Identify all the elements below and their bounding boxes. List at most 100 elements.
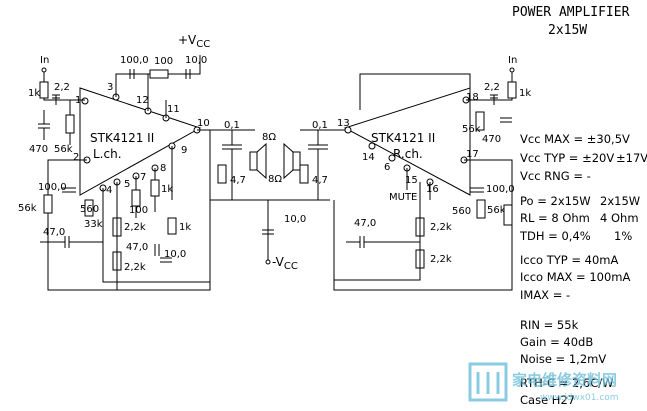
right-ic-channel: R.ch. — [393, 147, 423, 161]
c-01-l-label: 0,1 — [224, 120, 240, 131]
right-470-cap — [500, 117, 512, 123]
r-560-l-label: 560 — [80, 204, 99, 215]
left-channel: STK4121 II L.ch. 1 2 3 4 5 7 8 9 10 11 1… — [18, 33, 330, 291]
spec-13: Case H27 — [520, 393, 575, 407]
spec-6: Icco TYP = 40mA — [520, 253, 618, 267]
right-100-cap — [470, 187, 484, 193]
r-47-l — [217, 164, 227, 184]
c-47-l2-label: 47,0 — [126, 242, 148, 253]
right-47-cap — [346, 236, 420, 248]
left-ic-name: STK4121 II — [90, 131, 154, 145]
left-470-cap — [38, 110, 50, 140]
spec-1: Vcc TYP = ±20V — [520, 151, 614, 165]
c-01-l — [222, 130, 242, 200]
watermark-logo-icon — [468, 362, 508, 402]
spec-10: Gain = 40dB — [520, 335, 593, 349]
left-560-resistor — [84, 199, 94, 217]
spec-3: Po = 2x15W — [520, 194, 591, 208]
speaker-right-icon — [283, 142, 294, 180]
spec-11: Noise = 1,2mV — [520, 352, 606, 366]
right-ic-triangle — [343, 87, 471, 196]
left-100-resistor — [131, 189, 141, 207]
left-56k-resistor — [65, 114, 75, 134]
pin-4: 4 — [106, 185, 112, 196]
c-100-r-label: 100,0 — [486, 184, 515, 195]
pin-8: 8 — [160, 163, 166, 174]
right-input-cap — [490, 94, 498, 105]
pin-11: 11 — [167, 104, 180, 115]
supply-neg-terminal — [265, 259, 271, 265]
title-line2: 2x15W — [548, 23, 587, 38]
pin-9: 9 — [181, 145, 187, 156]
right-56k-resistor2 — [476, 199, 486, 219]
r-56k-l-label: 56k — [54, 144, 73, 155]
spec-4-alt: 4 Ohm — [600, 211, 639, 225]
c-47-r-label: 47,0 — [354, 218, 376, 229]
r-1k-l2-label: 1k — [179, 222, 191, 233]
pin-15: 15 — [405, 175, 418, 186]
r-2k2-d-label: 2,2k — [430, 254, 452, 265]
pin-12: 12 — [136, 95, 149, 106]
left-47-cap2 — [154, 244, 160, 256]
right-56k-resistor — [475, 111, 485, 131]
spec-9: RIN = 55k — [520, 318, 579, 332]
pin-14: 14 — [362, 152, 375, 163]
left-56k-resistor2 — [43, 194, 53, 214]
left-10-cap — [160, 257, 172, 263]
left-1k-resistor — [150, 179, 160, 197]
pin-2: 2 — [73, 152, 79, 163]
spec-4: RL = 8 Ohm — [520, 211, 590, 225]
r-top — [149, 69, 169, 79]
c-top1-label: 100,0 — [120, 55, 149, 66]
pin-18: 18 — [466, 92, 479, 103]
watermark: 家电维修资料网 www.jdwx01.com — [468, 362, 619, 403]
left-input-resistor — [39, 81, 49, 99]
r-56k-r-label: 56k — [462, 124, 481, 135]
speaker-left-icon — [256, 142, 267, 180]
r-in-l-label: 1k — [28, 88, 40, 99]
pin-7: 7 — [140, 172, 146, 183]
r-47-r — [299, 164, 309, 184]
right-input-label: In — [508, 55, 517, 66]
speaker-right-magnet — [292, 151, 301, 171]
r-47-r-label: 4,7 — [312, 175, 328, 186]
spec-3-alt: 2x15W — [600, 194, 640, 208]
left-input-terminal — [41, 67, 47, 73]
c-10-mid — [262, 200, 274, 260]
left-100-cap — [62, 187, 76, 193]
spec-8: IMAX = - — [520, 288, 570, 302]
spk-r-label: 8Ω — [268, 174, 282, 185]
c-top2 — [185, 69, 191, 79]
c-10-mid-label: 10,0 — [284, 214, 306, 225]
watermark-text: 家电维修资料网 — [512, 371, 617, 389]
right-ic-name: STK4121 II — [371, 131, 435, 145]
c-10-l-label: 10,0 — [164, 249, 186, 260]
spec-12: RTH-C = 2,6C/W — [520, 376, 614, 390]
r-2k2-c-label: 2,2k — [430, 222, 452, 233]
c-top2-label: 10,0 — [185, 55, 207, 66]
left-input-label: In — [40, 55, 49, 66]
right-rl-resistor — [503, 204, 513, 226]
r-560-r-label: 560 — [452, 206, 471, 217]
c-in-r-label: 2,2 — [484, 82, 500, 93]
c-470-r-label: 470 — [482, 134, 501, 145]
pin-10: 10 — [197, 118, 210, 129]
pin-17: 17 — [466, 149, 479, 160]
spec-1-alt: ±17V — [616, 151, 647, 165]
supply-pos: +VCC — [178, 33, 210, 50]
r-top-label: 100 — [154, 56, 173, 67]
spec-2: Vcc RNG = - — [520, 169, 591, 183]
r-2k2-a-label: 2,2k — [124, 222, 146, 233]
left-1k-resistor2 — [167, 217, 177, 235]
left-input-cap — [52, 94, 60, 105]
pin-3: 3 — [107, 82, 113, 93]
left-ic-channel: L.ch. — [93, 147, 122, 161]
left-47-cap — [40, 236, 103, 248]
left-ic-triangle — [79, 87, 202, 196]
right-input-terminal — [509, 67, 515, 73]
spec-5-alt: 1% — [614, 229, 632, 243]
r-100-l-label: 100 — [129, 205, 148, 216]
c-47-l-label: 47,0 — [43, 227, 65, 238]
